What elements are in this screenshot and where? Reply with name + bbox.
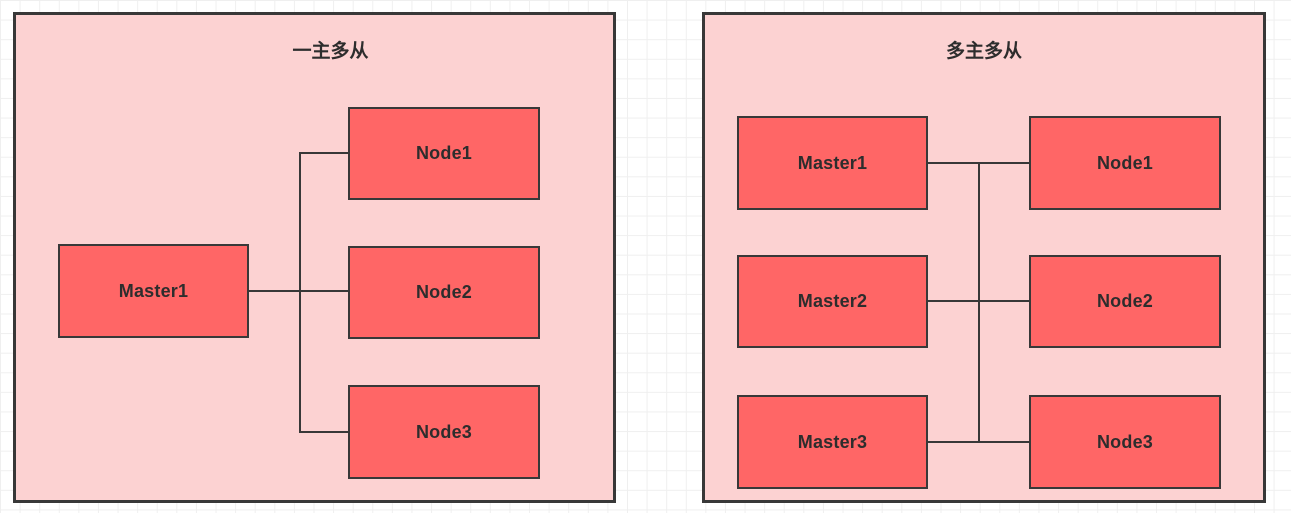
multi-master-panel-title: 多主多从	[945, 41, 1023, 62]
shape-master1-multi-label: Master1	[797, 152, 868, 173]
connector-trunk-vertical	[299, 152, 301, 433]
multi-master-panel[interactable]: 多主多从 Master1 Master2 Master3 Node1 Node2…	[702, 12, 1266, 503]
shape-node3-multi[interactable]: Node3	[1029, 395, 1221, 489]
shape-node3[interactable]: Node3	[348, 385, 540, 479]
shape-node1-multi[interactable]: Node1	[1029, 116, 1221, 210]
shape-master2-multi[interactable]: Master2	[737, 255, 928, 348]
shape-master1[interactable]: Master1	[58, 244, 249, 338]
single-master-panel[interactable]: 一主多从 Master1 Node1 Node2 Node3	[13, 12, 616, 503]
connector-trunk-node1	[299, 152, 348, 154]
shape-node3-label: Node3	[415, 421, 472, 442]
shape-master1-label: Master1	[118, 280, 189, 301]
shape-master1-multi[interactable]: Master1	[737, 116, 928, 210]
single-master-panel-title: 一主多从	[292, 41, 369, 62]
shape-node2-multi[interactable]: Node2	[1029, 255, 1221, 348]
shape-master2-multi-label: Master2	[797, 291, 868, 311]
shape-node1-label: Node1	[415, 143, 472, 163]
connector-bus-vertical	[978, 162, 980, 443]
shape-node2-multi-label: Node2	[1096, 291, 1153, 311]
shape-node2[interactable]: Node2	[348, 246, 540, 339]
shape-node1-multi-label: Node1	[1096, 152, 1153, 173]
shape-node1[interactable]: Node1	[348, 107, 540, 200]
shape-node3-multi-label: Node3	[1096, 431, 1153, 452]
connector-trunk-node3	[299, 431, 348, 433]
shape-master3-multi[interactable]: Master3	[737, 395, 928, 489]
shape-master3-multi-label: Master3	[797, 431, 868, 452]
connector-master1-trunk	[249, 290, 348, 292]
shape-node2-label: Node2	[415, 282, 472, 302]
